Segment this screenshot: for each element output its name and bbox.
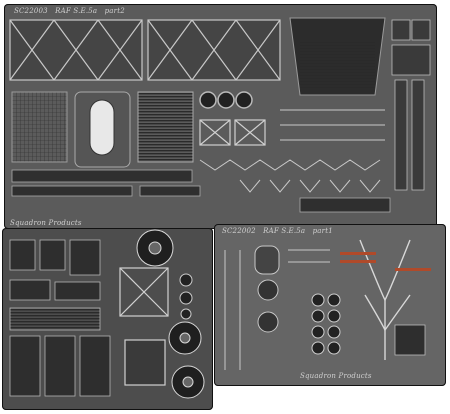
right-fret-details: [224, 245, 330, 370]
top-grid-panel: [11, 91, 68, 163]
right-wheel-column: [311, 293, 341, 355]
left-gear-big: [136, 229, 205, 399]
top-wheels: [199, 91, 253, 109]
fret-part2-header: SC22003 RAF S.E.5a part2: [14, 7, 125, 15]
fret-part2-maker: Squadron Products: [10, 219, 82, 227]
fret-part1-header: SC22002 RAF S.E.5a part1: [222, 227, 333, 235]
left-small-rings: [179, 273, 193, 320]
fret-part2-part: part2: [104, 7, 125, 15]
right-corner-part: [394, 324, 426, 356]
top-bottom-details: [11, 169, 391, 213]
fret-part1-maker: Squadron Products: [300, 372, 372, 380]
fret-part1-code: SC22002: [222, 227, 256, 235]
top-cross-frames: [199, 119, 266, 146]
top-corner-parts: [391, 19, 431, 191]
left-fret-details: [9, 239, 111, 397]
top-strut-row: [199, 109, 385, 193]
fret-part1-title: RAF S.E.5a: [263, 227, 306, 235]
fret-part2-code: SC22003: [14, 7, 48, 15]
fret-part1-part: part1: [312, 227, 333, 235]
left-square-frame: [119, 267, 169, 386]
top-panels-row: [9, 19, 281, 81]
right-accent-bars: [340, 252, 431, 271]
right-y-struts: [359, 239, 411, 360]
fret-part2-title: RAF S.E.5a: [55, 7, 98, 15]
top-seat-panel: [74, 91, 131, 168]
top-engine-panel: [137, 91, 194, 163]
top-radiator-panel: [289, 17, 386, 96]
